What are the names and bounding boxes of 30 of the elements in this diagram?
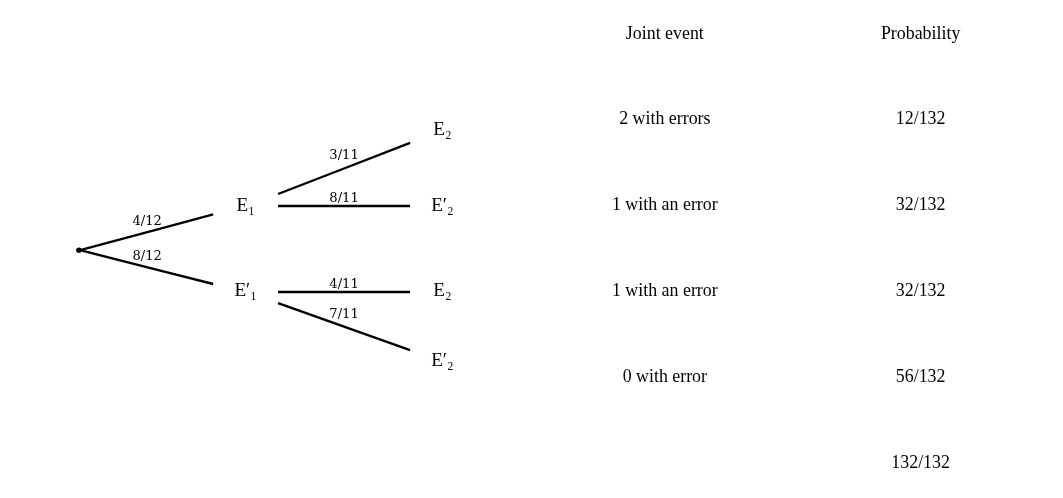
label: 32/132 [895,280,946,301]
node-text: E′₁ [234,279,257,301]
label: 32/132 [895,194,946,215]
edge-label: 7/11 [329,305,359,321]
label: 1 with an error [611,280,718,301]
connector [277,301,411,352]
label: 132/132 [891,451,950,472]
edge-label: 4/11 [329,276,359,292]
connector [80,249,214,286]
label: Probability [880,22,961,43]
label: 0 with error [622,365,708,386]
edge-label: 3/11 [329,147,359,163]
node-text: E₁ [236,193,255,215]
node-text: E′₂ [431,193,454,215]
edge-label: 4/12 [132,212,162,228]
node-text: E₂ [433,118,452,140]
connector [80,213,214,252]
label: Joint event [625,22,704,43]
node-point [76,247,82,253]
label: 12/132 [895,108,946,129]
label: 56/132 [895,365,946,386]
label: 2 with errors [619,108,711,129]
connector [278,290,411,294]
edge-label: 8/11 [329,190,359,206]
node-text: E′₂ [431,348,454,370]
connector [278,204,411,208]
edge-label: 8/12 [132,247,162,263]
connector [277,141,411,196]
label: 1 with an error [611,194,718,215]
node-text: E₂ [433,279,452,301]
